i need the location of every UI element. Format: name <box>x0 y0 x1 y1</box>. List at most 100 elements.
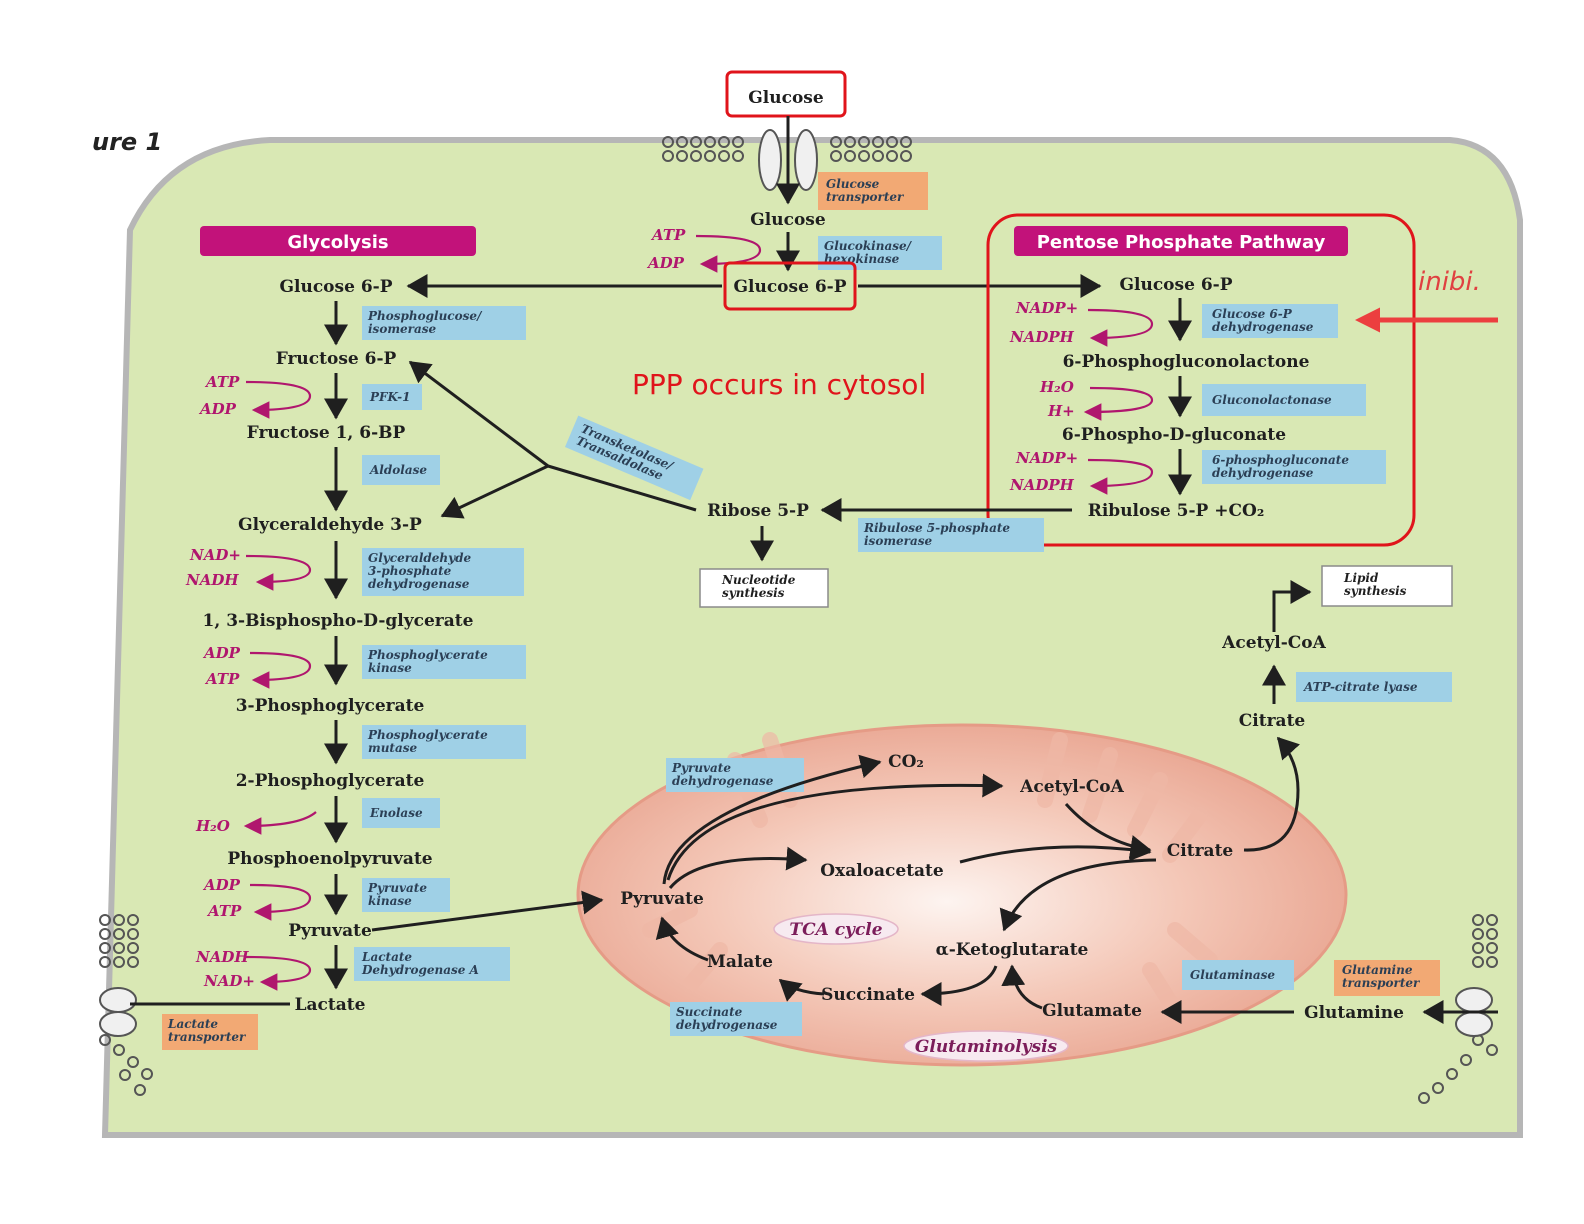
arrow-pyruvate-oxaloacetate <box>668 846 808 889</box>
enzyme-box-rpi <box>858 518 1044 552</box>
enzyme-box-acly <box>1296 672 1452 702</box>
arrow-pyruvate-acetyl <box>666 773 1004 881</box>
cof-atp-pfk: ATP <box>204 373 240 391</box>
curve-gapdh <box>245 554 312 591</box>
ppp-6pgl: 6-Phosphogluconolactone <box>1063 352 1310 372</box>
arrow-citrate-akg <box>999 858 1157 932</box>
lactate-transporter-box <box>162 1014 258 1050</box>
arrow-branch-to-f6p <box>408 360 549 468</box>
cyto-acetyl-coa: Acetyl-CoA <box>1221 633 1326 653</box>
enzyme-box-enolase <box>362 798 440 828</box>
glyc-3pg: 3-Phosphoglycerate <box>236 696 425 716</box>
ribose-5p: Ribose 5-P <box>707 501 809 521</box>
glutamine-transporter-box <box>1334 960 1440 996</box>
mito-acetyl-coa: Acetyl-CoA <box>1019 777 1124 797</box>
atp-hexokinase: ATP <box>650 226 686 244</box>
arrow-oxaloacetate-citrate <box>959 837 1152 864</box>
enzyme-aldolase: Aldolase <box>369 463 427 477</box>
mito-oxaloacetate: Oxaloacetate <box>820 861 944 881</box>
glyc-fructose-6p: Fructose 6-P <box>276 349 397 369</box>
arrow-glutamate-akg <box>1001 964 1043 1010</box>
glyc-pep: Phosphoenolpyruvate <box>227 849 432 869</box>
curve-pfk <box>245 380 312 419</box>
glutaminolysis-label: Glutaminolysis <box>915 1037 1058 1057</box>
ppp-annotation: PPP occurs in cytosol <box>632 368 926 401</box>
arrow-malate-pyruvate <box>655 916 709 962</box>
mito-malate: Malate <box>707 952 773 972</box>
arrow-succinate-malate <box>778 978 825 1002</box>
enzyme-glutaminase: Glutaminase <box>1190 968 1275 982</box>
cof-atp-pk: ATP <box>206 902 242 920</box>
enzyme-box-pfk1 <box>362 384 422 410</box>
cof-nadp-g6pd: NADP+ <box>1015 299 1078 317</box>
mito-glutamate: Glutamate <box>1042 1001 1142 1021</box>
enzyme-gluconolactonase: Gluconolactonase <box>1212 393 1332 407</box>
mito-succinate: Succinate <box>821 985 915 1005</box>
ppp-6pg: 6-Phospho-D-gluconate <box>1062 425 1286 445</box>
enzyme-box-pdh <box>666 758 804 792</box>
arrow-citrate-export <box>1243 736 1300 852</box>
cof-nadph-g6pd: NADPH <box>1009 328 1075 346</box>
glyc-13bpg: 1, 3-Bisphospho-D-glycerate <box>203 611 474 631</box>
ppp-glucose-6p: Glucose 6-P <box>1120 275 1233 295</box>
ppp-highlight-box <box>986 213 1416 547</box>
curve-ldh <box>245 955 312 991</box>
glucose-highlight-box <box>725 70 847 118</box>
arrow-pyruvate-into-mito <box>371 890 604 932</box>
glutaminolysis-badge <box>903 1030 1069 1062</box>
ppp-title: Pentose Phosphate Pathway <box>1037 232 1326 253</box>
glucose-extracellular: Glucose <box>748 88 824 108</box>
cyto-citrate: Citrate <box>1239 711 1306 731</box>
glutamine-label: Glutamine <box>1304 1003 1404 1023</box>
membrane-right <box>1418 914 1498 1104</box>
enzyme-box-aldolase <box>362 455 440 485</box>
membrane-top <box>662 129 912 191</box>
adp-hexokinase: ADP <box>646 254 685 272</box>
arrow-branch-to-gap <box>440 464 549 519</box>
curve-pgk <box>249 651 312 689</box>
ppp-ribulose-5p: Ribulose 5-P +CO₂ <box>1088 501 1265 521</box>
enzyme-box-sdh <box>670 1002 802 1036</box>
cof-nadh-ldh: NADH <box>195 948 249 966</box>
enzyme-box-gluconolactonase <box>1202 384 1366 416</box>
nucleotide-box <box>699 568 829 608</box>
cof-h2o-ppp: H₂O <box>1039 378 1074 396</box>
curve-pk <box>249 883 312 921</box>
curve-gluconolactonase <box>1083 386 1154 421</box>
enzyme-pgi: Phosphoglucose/isomerase <box>367 309 483 336</box>
enzyme-box-g6pd <box>1202 304 1338 338</box>
mito-co2: CO₂ <box>888 752 924 772</box>
enzyme-pfk1: PFK-1 <box>369 390 410 404</box>
cof-nadp-6pgd: NADP+ <box>1015 449 1078 467</box>
membrane-left <box>99 914 153 1096</box>
cof-atp-pgk: ATP <box>204 670 240 688</box>
curve-6pgd <box>1087 458 1154 495</box>
cof-adp-pgk: ADP <box>202 644 241 662</box>
enzyme-box-ldh <box>354 947 510 981</box>
tca-cycle-label: TCA cycle <box>789 920 882 940</box>
cof-nad-gapdh: NAD+ <box>189 546 241 564</box>
cof-nadph-6pgd: NADPH <box>1009 476 1075 494</box>
glyc-gap: Glyceraldehyde 3-P <box>238 515 422 535</box>
enzyme-box-glutaminase <box>1182 960 1294 990</box>
enzyme-enolase: Enolase <box>369 806 423 820</box>
curve-enolase <box>243 811 317 835</box>
glucose-intracellular: Glucose <box>750 210 826 230</box>
glyc-fructose-16bp: Fructose 1, 6-BP <box>247 423 406 443</box>
cof-adp-pk: ADP <box>202 876 241 894</box>
enzyme-box-6pgd <box>1202 450 1386 484</box>
lipid-box <box>1321 565 1453 607</box>
